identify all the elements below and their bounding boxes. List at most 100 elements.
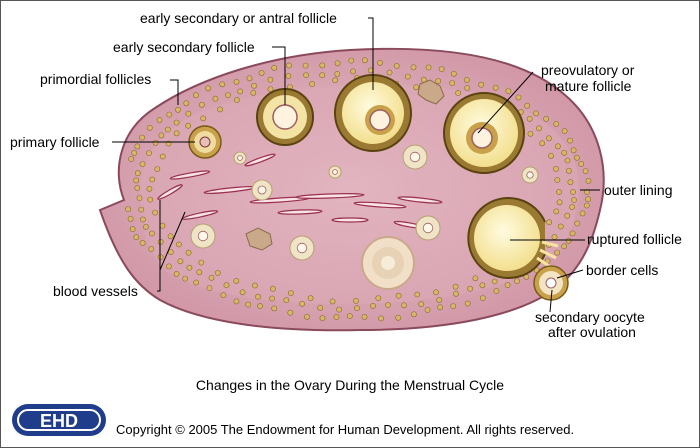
caption: Changes in the Ovary During the Menstrua…: [196, 377, 504, 393]
primordial-follicle-dot: [147, 125, 152, 130]
primordial-follicle-dot: [129, 156, 134, 161]
primordial-follicle-dot: [221, 293, 226, 298]
primordial-follicle-dot: [554, 209, 559, 214]
primordial-follicle-dot: [335, 71, 340, 76]
primordial-follicle-dot: [433, 290, 438, 295]
primordial-follicle-dot: [183, 276, 188, 281]
primordial-follicle-dot: [415, 292, 420, 297]
primordial-follicle-dot: [419, 302, 424, 307]
label-primordial: primordial follicles: [40, 71, 151, 87]
primordial-follicle-dot: [555, 144, 560, 149]
label-preovulatory-1: preovulatory or: [541, 62, 635, 78]
primordial-follicle-dot: [174, 271, 179, 276]
primordial-follicle-dot: [284, 298, 289, 303]
primordial-follicle-dot: [556, 189, 561, 194]
primordial-follicle-dot: [187, 265, 192, 270]
primordial-follicle-dot: [558, 224, 563, 229]
primordial-follicle-dot: [134, 178, 139, 183]
primordial-follicle-dot: [146, 151, 151, 156]
primordial-follicle-dot: [199, 260, 204, 265]
primordial-follicle-dot: [320, 73, 325, 78]
primordial-follicle-dot: [546, 136, 551, 141]
primordial-follicle-dot: [268, 77, 273, 82]
primordial-follicle-dot: [234, 97, 239, 102]
ehd-logo: EHD: [12, 404, 106, 436]
primordial-follicle-dot: [586, 197, 591, 202]
corpus-albicans: [362, 237, 414, 289]
primordial-follicle-dot: [544, 116, 549, 121]
label-primary: primary follicle: [10, 134, 100, 150]
primordial-follicle-dot: [246, 302, 251, 307]
small-follicle-oocyte: [198, 231, 208, 241]
primordial-follicle-dot: [234, 79, 239, 84]
primordial-follicle-dot: [215, 270, 220, 275]
primordial-follicle-dot: [465, 301, 470, 306]
primordial-follicle-dot: [570, 204, 575, 209]
primordial-follicle-dot: [527, 116, 532, 121]
primordial-follicle-dot: [186, 123, 191, 128]
primordial-follicle-dot: [565, 158, 570, 163]
primordial-follicle-dot: [160, 154, 165, 159]
primordial-follicle-dot: [209, 275, 214, 280]
primordial-follicle-dot: [218, 107, 223, 112]
primordial-follicle-dot: [176, 242, 181, 247]
small-follicle-oocyte: [238, 156, 243, 161]
primordial-follicle-dot: [506, 89, 511, 94]
primordial-follicle-dot: [570, 231, 575, 236]
primordial-follicle-dot: [583, 169, 588, 174]
primordial-follicle-dot: [451, 304, 456, 309]
primordial-follicle-dot: [199, 102, 204, 107]
primordial-follicle-dot: [456, 90, 461, 95]
primordial-follicle-dot: [135, 185, 140, 190]
primordial-follicle-dot: [525, 103, 530, 108]
primordial-follicle-dot: [540, 141, 545, 146]
primordial-follicle-dot: [349, 58, 354, 63]
primordial-follicle-dot: [252, 283, 257, 288]
primordial-follicle-dot: [516, 95, 521, 100]
primordial-follicle-dot: [234, 299, 239, 304]
primordial-follicle-dot: [376, 296, 381, 301]
primordial-follicle-dot: [158, 239, 163, 244]
primordial-follicle-dot: [562, 128, 567, 133]
primordial-follicle-dot: [536, 126, 541, 131]
primordial-follicle-dot: [557, 200, 562, 205]
primordial-follicle-dot: [571, 197, 576, 202]
primordial-follicle-dot: [126, 207, 131, 212]
label-early-secondary: early secondary follicle: [113, 39, 255, 55]
primordial-follicle-dot: [255, 294, 260, 299]
primordial-follicle-dot: [184, 101, 189, 106]
small-follicle-oocyte: [423, 223, 433, 233]
primordial-follicle-dot: [468, 286, 473, 291]
primordial-follicle-dot: [570, 189, 575, 194]
primordial-follicle-dot: [505, 283, 510, 288]
primordial-follicle-dot: [193, 93, 198, 98]
primordial-follicle-dot: [251, 90, 256, 95]
primordial-follicle-dot: [167, 112, 172, 117]
label-preovulatory-2: mature follicle: [545, 78, 632, 94]
primordial-follicle-dot: [387, 70, 392, 75]
primordial-follicle-dot: [548, 153, 553, 158]
primordial-follicle-dot: [258, 303, 263, 308]
primordial-follicle-dot: [165, 127, 170, 132]
primordial-follicle-dot: [135, 144, 140, 149]
primordial-follicle-dot: [308, 296, 313, 301]
primordial-follicle-dot: [201, 116, 206, 121]
preovulatory-follicle: [444, 93, 524, 173]
primordial-follicle-dot: [174, 131, 179, 136]
primordial-follicle-dot: [555, 177, 560, 182]
primordial-follicle-dot: [426, 65, 431, 70]
primordial-follicle-dot: [225, 93, 230, 98]
small-follicle-oocyte: [297, 243, 307, 253]
primordial-follicle-dot: [303, 63, 308, 68]
primordial-follicle-dot: [304, 314, 309, 319]
primordial-follicle-dot: [353, 298, 358, 303]
primordial-follicle-dot: [134, 235, 139, 240]
primordial-follicle-dot: [379, 316, 384, 321]
label-blood-vessels: blood vessels: [53, 283, 138, 299]
primordial-follicle-dot: [411, 65, 416, 70]
primordial-follicle-dot: [128, 216, 133, 221]
primordial-follicle-dot: [479, 82, 484, 87]
primordial-follicle-dot: [320, 63, 325, 68]
primordial-follicle-dot: [149, 231, 154, 236]
